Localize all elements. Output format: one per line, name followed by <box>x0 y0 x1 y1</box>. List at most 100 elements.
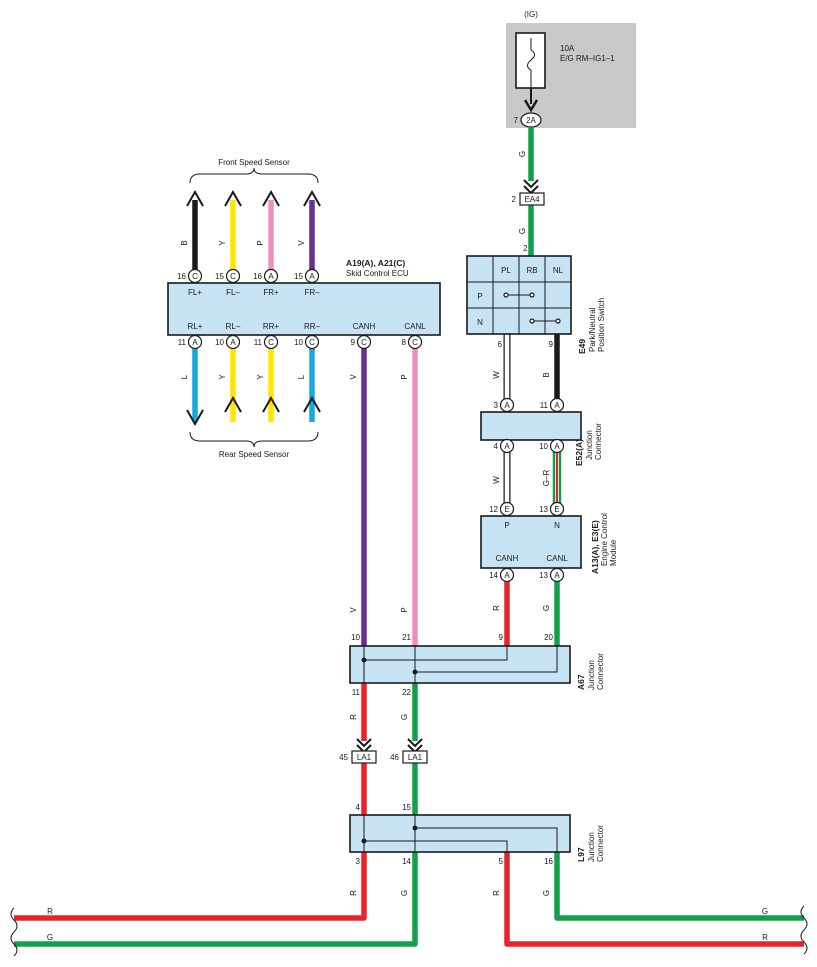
svg-text:15: 15 <box>294 272 303 281</box>
skid-pin-RL+ <box>187 334 203 350</box>
skid-pin-FL– <box>225 268 241 284</box>
skid-pin-CANL <box>407 334 423 350</box>
svg-text:3: 3 <box>494 401 499 410</box>
svg-text:N: N <box>477 318 483 327</box>
svg-text:A: A <box>554 401 560 410</box>
svg-text:P: P <box>256 240 265 245</box>
svg-text:14: 14 <box>489 571 498 580</box>
wire-g-out-left <box>14 852 418 947</box>
svg-text:PL: PL <box>501 266 511 275</box>
svg-text:A: A <box>554 571 560 580</box>
svg-text:W: W <box>492 371 501 379</box>
skid-pin-RL– <box>225 334 241 350</box>
arrow-up-icon <box>262 395 280 413</box>
switch-contact-icon <box>503 292 509 298</box>
svg-text:20: 20 <box>544 633 553 642</box>
svg-text:A: A <box>268 272 274 281</box>
svg-text:Engine Control: Engine Control <box>600 513 609 566</box>
svg-text:15: 15 <box>402 803 411 812</box>
svg-text:45: 45 <box>339 753 348 762</box>
svg-text:V: V <box>297 240 306 246</box>
skid-pin-CANH <box>356 334 372 350</box>
wire-break-marks <box>10 905 808 957</box>
svg-text:3: 3 <box>356 857 361 866</box>
svg-text:G: G <box>542 605 551 611</box>
svg-text:LA1: LA1 <box>408 753 423 762</box>
skid-ecu-name: Skid Control ECU <box>346 269 409 278</box>
svg-text:C: C <box>361 338 367 347</box>
svg-text:R: R <box>47 907 53 916</box>
svg-text:Y: Y <box>218 374 227 380</box>
wire-layer <box>14 128 804 947</box>
svg-text:Y: Y <box>218 240 227 246</box>
skid-pin-RR+ <box>263 334 279 350</box>
svg-text:11: 11 <box>254 338 263 347</box>
svg-text:E: E <box>504 505 509 514</box>
svg-text:11: 11 <box>178 338 187 347</box>
svg-text:C: C <box>412 338 418 347</box>
ig-label: (IG) <box>524 10 538 19</box>
chevron-down-icon <box>523 179 539 195</box>
svg-text:RR+: RR+ <box>263 322 280 331</box>
ecm-pin-N <box>549 501 565 517</box>
fuse-arrow-icon <box>523 99 539 113</box>
e52-pin <box>499 438 515 454</box>
svg-text:V: V <box>349 607 358 613</box>
svg-text:10: 10 <box>215 338 224 347</box>
svg-text:16: 16 <box>177 272 186 281</box>
svg-text:G: G <box>542 890 551 896</box>
ig-pin-number: 7 <box>514 116 519 125</box>
la1-connectors: LA1 45 LA1 46 <box>339 738 428 764</box>
svg-text:9: 9 <box>351 338 356 347</box>
svg-text:A: A <box>230 338 236 347</box>
arrow-up-icon <box>303 395 321 413</box>
svg-text:G–R: G–R <box>542 470 551 487</box>
svg-text:5: 5 <box>499 857 504 866</box>
svg-text:L: L <box>180 374 189 379</box>
svg-text:G: G <box>47 933 53 942</box>
arrow-up-icon <box>186 189 204 207</box>
svg-text:A: A <box>504 571 510 580</box>
svg-text:NL: NL <box>553 266 564 275</box>
svg-text:12: 12 <box>489 505 498 514</box>
svg-text:Junction: Junction <box>585 430 594 460</box>
fuse-name: E/G RM–IG1–1 <box>560 54 615 63</box>
svg-text:G: G <box>762 907 768 916</box>
svg-text:FL–: FL– <box>226 288 240 297</box>
svg-text:P: P <box>504 521 509 530</box>
svg-text:L: L <box>297 374 306 379</box>
a67-code: A67 <box>576 674 586 690</box>
svg-text:LA1: LA1 <box>357 753 372 762</box>
rear-sensor-label: Rear Speed Sensor <box>219 450 290 459</box>
svg-text:N: N <box>554 521 560 530</box>
svg-text:P: P <box>477 292 482 301</box>
svg-text:P: P <box>400 607 409 612</box>
svg-text:Park/Neutral: Park/Neutral <box>588 307 597 352</box>
skid-ecu-code: A19(A), A21(C) <box>346 258 405 268</box>
svg-text:22: 22 <box>402 688 411 697</box>
svg-text:C: C <box>268 338 274 347</box>
rear-sensor-brace <box>189 431 319 448</box>
svg-text:CANL: CANL <box>404 322 426 331</box>
l97-code: L97 <box>576 847 586 862</box>
svg-text:21: 21 <box>402 633 411 642</box>
park-neutral-switch: PL RB NL P N E49 Park/Neutral Position S… <box>466 255 606 354</box>
svg-text:4: 4 <box>494 442 499 451</box>
svg-text:6: 6 <box>498 340 503 349</box>
svg-text:C: C <box>192 272 198 281</box>
svg-text:2A: 2A <box>526 116 536 125</box>
e52-pin <box>549 438 565 454</box>
svg-text:Module: Module <box>609 539 618 566</box>
svg-text:B: B <box>180 240 189 245</box>
svg-text:R: R <box>349 714 358 720</box>
svg-text:10: 10 <box>351 633 360 642</box>
svg-text:RR–: RR– <box>304 322 321 331</box>
skid-pin-FL+ <box>187 268 203 284</box>
front-sensor-label: Front Speed Sensor <box>218 158 290 167</box>
svg-text:16: 16 <box>253 272 262 281</box>
svg-text:2: 2 <box>523 244 528 253</box>
svg-text:G: G <box>518 228 527 234</box>
arrow-up-icon <box>224 189 242 207</box>
fuse-amp: 10A <box>560 44 575 53</box>
